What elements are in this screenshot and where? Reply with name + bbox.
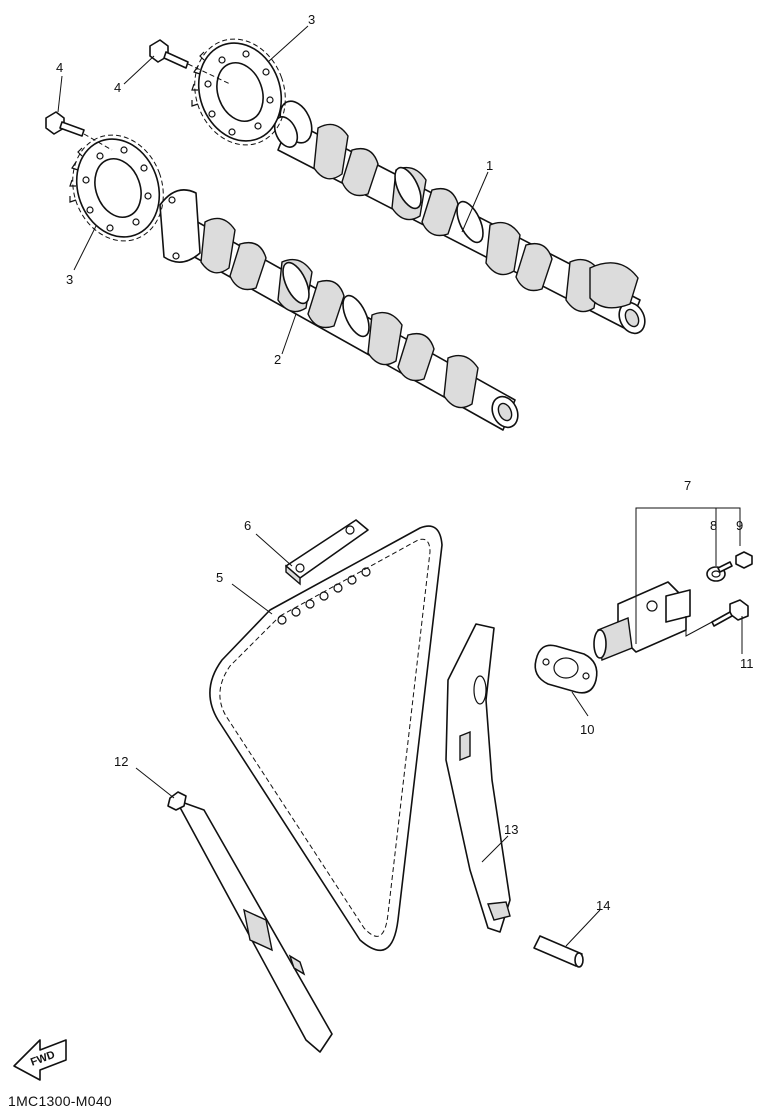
bolt-4-upper[interactable] bbox=[149, 39, 231, 85]
chain-guide-12[interactable] bbox=[167, 791, 333, 1053]
callout-3-lower: 3 bbox=[66, 272, 73, 287]
timing-chain-5[interactable] bbox=[209, 525, 443, 952]
callout-10: 10 bbox=[580, 722, 594, 737]
chain-guide-6[interactable] bbox=[285, 519, 369, 586]
callout-12: 12 bbox=[114, 754, 128, 769]
callout-6: 6 bbox=[244, 518, 251, 533]
pin-14[interactable] bbox=[533, 935, 584, 968]
callout-7: 7 bbox=[684, 478, 691, 493]
callout-14: 14 bbox=[596, 898, 610, 913]
callout-4-lower: 4 bbox=[56, 60, 63, 75]
callout-3-upper: 3 bbox=[308, 12, 315, 27]
fwd-arrow-icon: FWD bbox=[13, 1039, 67, 1081]
callout-4-upper: 4 bbox=[114, 80, 121, 95]
tensioner-guide-13[interactable] bbox=[445, 623, 511, 933]
bolt-9[interactable] bbox=[717, 551, 753, 573]
callout-11: 11 bbox=[740, 656, 754, 671]
sprocket-3-upper[interactable] bbox=[180, 26, 300, 158]
bolt-4-lower[interactable] bbox=[45, 111, 113, 151]
leader-lines bbox=[57, 25, 743, 947]
callout-9: 9 bbox=[736, 518, 743, 533]
tensioner-assembly-7[interactable] bbox=[593, 581, 691, 661]
callout-numbers: 1 2 3 3 4 4 5 6 7 8 9 10 11 12 13 14 bbox=[56, 12, 754, 913]
callout-1: 1 bbox=[486, 158, 493, 173]
camshaft-2[interactable] bbox=[159, 189, 523, 432]
camshaft-1[interactable] bbox=[270, 96, 649, 337]
diagram-code: 1MC1300-M040 bbox=[8, 1093, 112, 1109]
callout-13: 13 bbox=[504, 822, 518, 837]
sprocket-3-lower[interactable] bbox=[58, 122, 178, 254]
gasket-10[interactable] bbox=[534, 644, 598, 694]
callout-5: 5 bbox=[216, 570, 223, 585]
callout-8: 8 bbox=[710, 518, 717, 533]
bolt-11[interactable] bbox=[711, 599, 749, 627]
callout-2: 2 bbox=[274, 352, 281, 367]
